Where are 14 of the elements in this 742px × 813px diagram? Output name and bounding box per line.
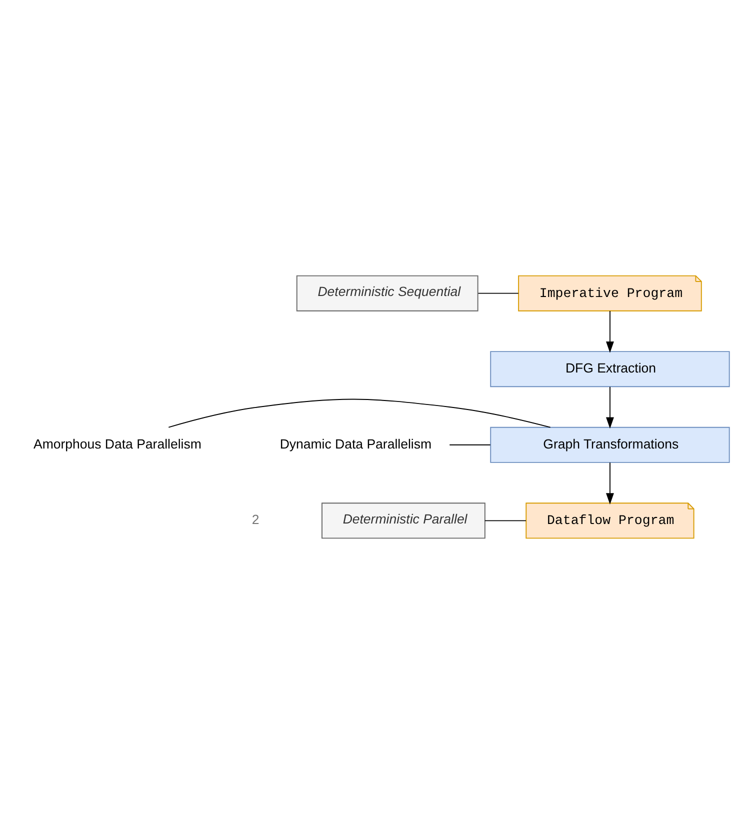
label: 2 [252,512,260,527]
arrow [606,310,614,352]
connector [168,398,551,428]
node-box: Deterministic Parallel [322,502,486,538]
node-text: Amorphous Data Parallelism [34,436,202,451]
node-text: Dynamic Data Parallelism [280,436,432,451]
node-box: Graph Transformations [490,426,730,462]
arrow [606,462,614,504]
node-box: DFG Extraction [490,350,730,387]
arrow [606,386,614,428]
connector [484,520,526,521]
connector [478,292,519,294]
node-box: Deterministic Sequential [296,274,478,311]
connector [449,444,491,445]
